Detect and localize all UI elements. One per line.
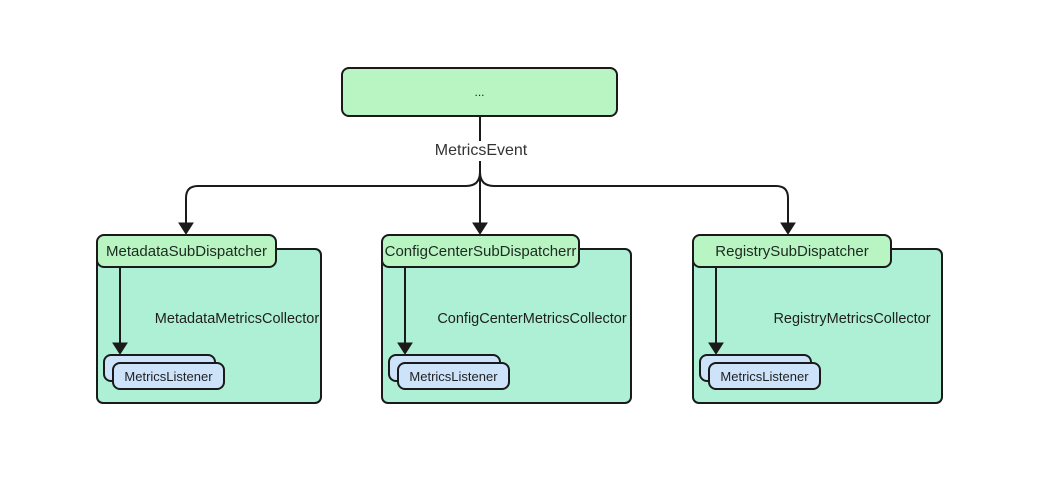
label-configcenter-metrics-collector: ConfigCenterMetricsCollector (437, 311, 627, 327)
node-metrics-listener-registry: MetricsListener (708, 362, 821, 390)
arrowhead-metadata (178, 222, 194, 235)
label-metadata-metrics-collector: MetadataMetricsCollector (154, 311, 320, 327)
edge-label-metrics-event: MetricsEvent (428, 141, 534, 161)
node-registry-sub-dispatcher: RegistrySubDispatcher (692, 234, 892, 268)
arrowhead-registry (780, 222, 796, 235)
edge-root-to-metadata (185, 171, 481, 224)
node-root-label: ... (474, 85, 485, 99)
arrowhead-configcenter (472, 222, 488, 235)
edge-root-to-registry (479, 171, 789, 224)
node-root: ... (341, 67, 618, 117)
node-configcenter-sub-dispatcher: ConfigCenterSubDispatcherr (381, 234, 580, 268)
node-metadata-sub-dispatcher: MetadataSubDispatcher (96, 234, 277, 268)
node-metrics-listener-configcenter: MetricsListener (397, 362, 510, 390)
label-registry-metrics-collector: RegistryMetricsCollector (773, 311, 931, 327)
node-metrics-listener-metadata: MetricsListener (112, 362, 225, 390)
